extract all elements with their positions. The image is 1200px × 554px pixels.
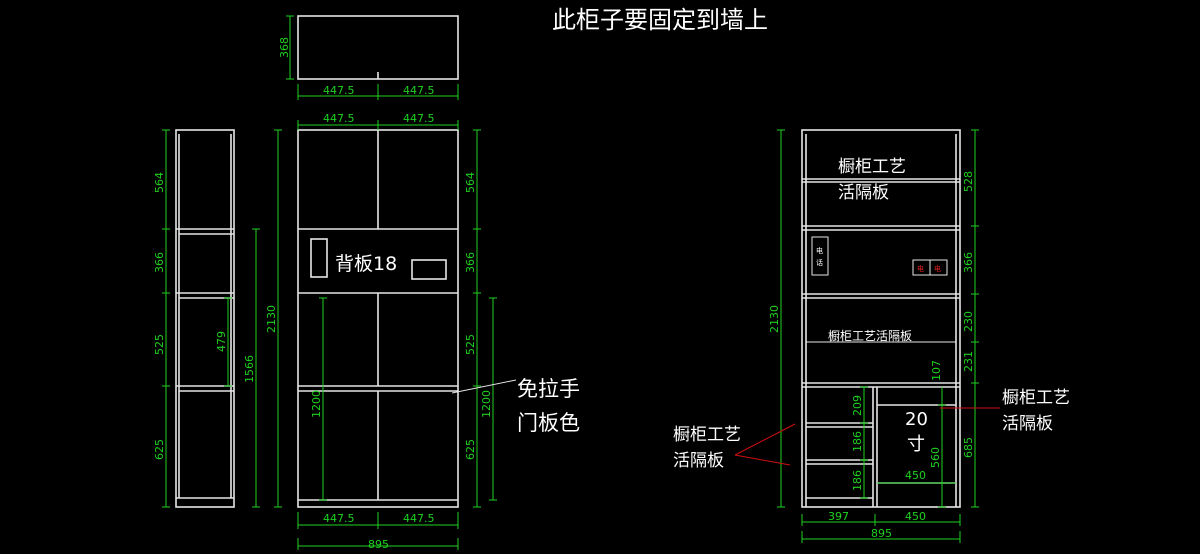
right-dim-3: 230 [962, 311, 975, 332]
backboard-socket-left [310, 238, 328, 278]
top-width-dim-right: 447.5 [403, 84, 435, 97]
top-view: 368 447.5 447.5 [278, 15, 459, 100]
side-view: 564 366 525 625 479 1566 [153, 129, 260, 508]
side-dim-3: 525 [153, 334, 166, 355]
front-view: 背板18 447.5 447.5 447.5 447.5 895 2130 56… [265, 112, 580, 551]
front-total-height-dim: 2130 [265, 305, 278, 333]
top-view-outline [297, 15, 459, 80]
phone-label-1: 电 [816, 246, 823, 255]
left-shelf-dim-3: 186 [851, 470, 864, 491]
callout-right-line2: 活隔板 [1002, 414, 1053, 434]
side-inner-dim: 479 [215, 331, 228, 352]
top-depth-dim: 368 [278, 37, 291, 58]
side-dim-1: 564 [153, 172, 166, 193]
phone-box [811, 236, 829, 276]
door-note-line2: 门板色 [517, 411, 580, 435]
socket-symbol-2: 电 [934, 264, 941, 273]
inner-right-dim-2: 560 [929, 447, 942, 468]
right-dim-5: 685 [962, 437, 975, 458]
top-width-dim-left: 447.5 [323, 84, 355, 97]
front-dim-2: 366 [464, 252, 477, 273]
right-dim-2: 366 [962, 252, 975, 273]
callout-left-line2: 活隔板 [673, 451, 724, 471]
left-shelf-dim-1: 209 [851, 395, 864, 416]
side-dim-2: 366 [153, 252, 166, 273]
right-view-outline [801, 129, 961, 508]
callout-right-line1: 橱柜工艺 [1002, 388, 1070, 408]
bottom-dim-right: 450 [905, 510, 926, 523]
phone-label-2: 话 [816, 258, 823, 267]
door-width-dim-left: 447.5 [323, 112, 355, 125]
shelf-label-top-1: 橱柜工艺 [838, 157, 906, 177]
right-view: 电 话 电 电 橱柜工艺 活隔板 橱柜工艺活隔板 20 寸 2130 528 3… [673, 129, 1070, 543]
bottom-dim-left: 397 [828, 510, 849, 523]
door-width-dim-right: 447.5 [403, 112, 435, 125]
drawing-title: 此柜子要固定到墙上 [552, 6, 768, 34]
side-lower-dim: 1566 [243, 355, 256, 383]
front-total-width-dim: 895 [368, 538, 389, 551]
callout-left-line1: 橱柜工艺 [673, 425, 741, 445]
bottom-width-dim-right: 447.5 [403, 512, 435, 525]
callout-left-leader-1 [734, 423, 796, 456]
socket-symbol-1: 电 [917, 264, 924, 273]
oven-width-dim: 450 [905, 469, 926, 482]
inner-right-dim-1: 107 [930, 360, 943, 381]
front-dim-1: 564 [464, 172, 477, 193]
callout-left-leader-2 [734, 454, 791, 466]
backboard-label: 背板18 [335, 253, 397, 275]
right-total-width-dim: 895 [871, 527, 892, 540]
door-note-line1: 免拉手 [517, 377, 580, 401]
side-view-outline [175, 129, 235, 508]
right-dim-1: 528 [962, 171, 975, 192]
backboard-socket-right [411, 259, 447, 280]
shelf-label-mid: 橱柜工艺活隔板 [828, 329, 912, 343]
oven-label-1: 20 [905, 409, 928, 430]
door-note-leader [451, 379, 517, 394]
right-dim-4: 231 [962, 351, 975, 372]
shelf-label-top-2: 活隔板 [838, 183, 889, 203]
front-dim-4: 625 [464, 439, 477, 460]
side-dim-4: 625 [153, 439, 166, 460]
bottom-width-dim-left: 447.5 [323, 512, 355, 525]
lower-door-dim-right: 1200 [480, 390, 493, 418]
lower-door-dim-left: 1200 [310, 390, 323, 418]
front-dim-3: 525 [464, 334, 477, 355]
left-shelf-dim-2: 186 [851, 431, 864, 452]
oven-label-2: 寸 [907, 434, 925, 455]
right-total-height-dim: 2130 [768, 305, 781, 333]
